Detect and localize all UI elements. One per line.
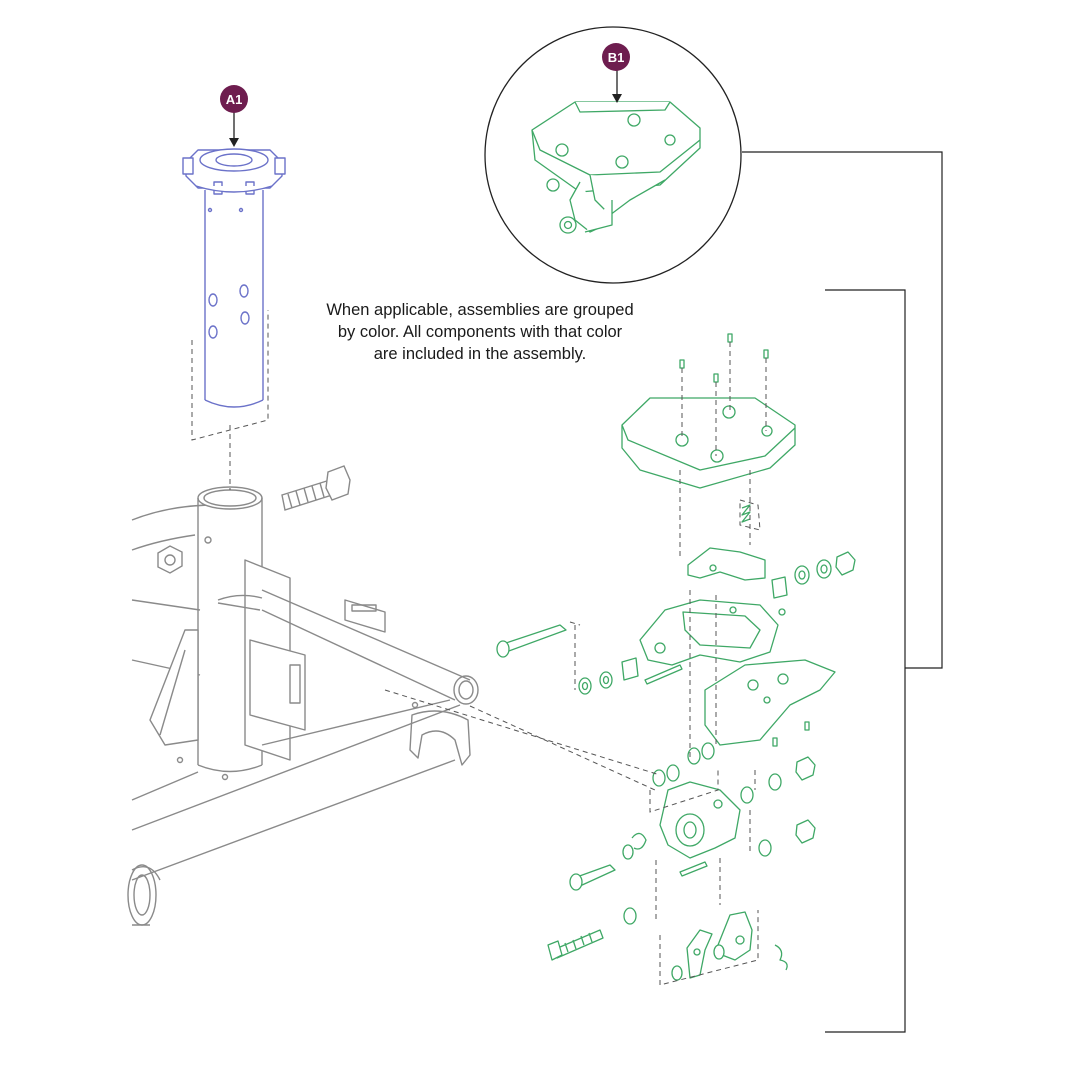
top-screws [679,333,769,383]
b1-inset [484,26,742,284]
post-nut [157,545,183,574]
note-line-3: are included in the assembly. [373,345,587,363]
b1-armrest-preview [531,101,701,234]
note-line-2: by color. All components with that color [337,323,623,341]
callout-a1: A1 [220,85,248,147]
callout-b1: B1 [602,43,630,103]
b1-alignment-lines [384,342,767,986]
base-frame [127,486,479,926]
assembly-bracket [742,151,943,1033]
post-bolt [281,465,351,511]
callout-a1-label: A1 [226,92,243,107]
color-grouping-note: When applicable, assemblies are grouped … [290,299,670,365]
a1-alignment-lines [191,310,269,490]
a1-seat-post-tube [182,148,286,408]
callout-b1-label: B1 [608,50,625,65]
note-line-1: When applicable, assemblies are grouped [326,301,634,319]
b1-armrest-assembly [496,333,856,981]
